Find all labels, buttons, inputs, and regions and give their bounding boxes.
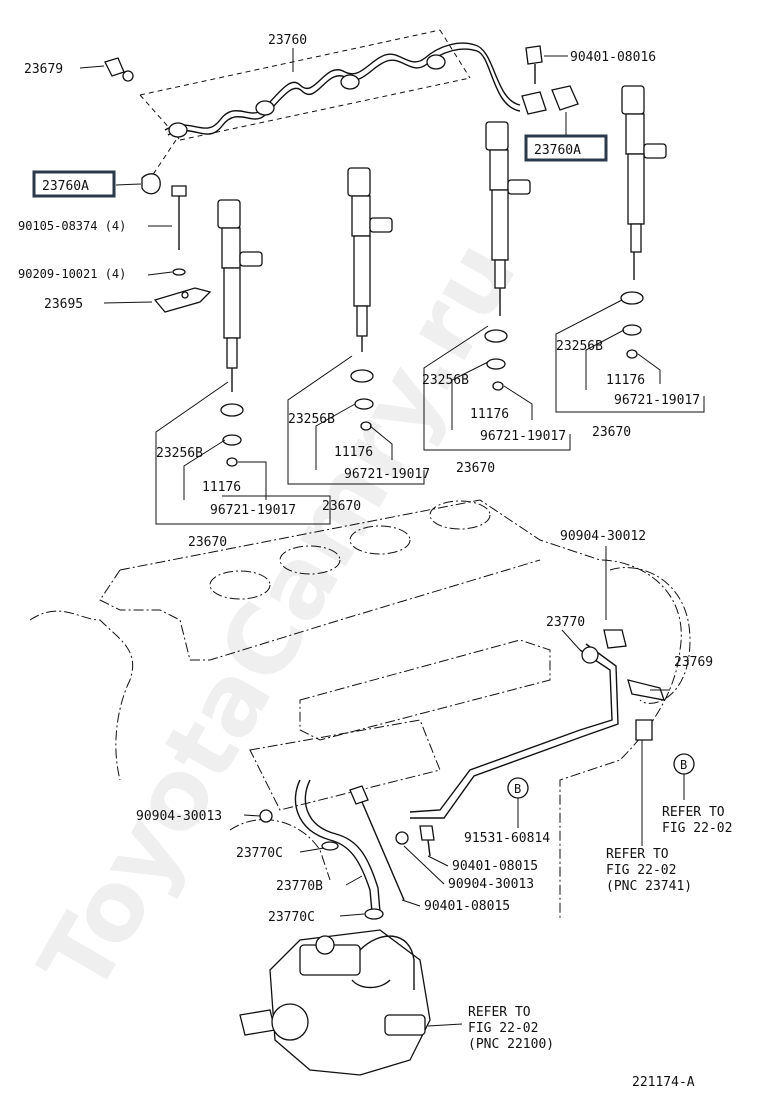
part-23679 [79,57,134,82]
supply-pump [239,929,431,1076]
part-left-clamp-group [115,139,212,313]
injector-4 [620,85,667,359]
bracket-lines [103,225,705,525]
callout-23760: 23760 [268,33,307,48]
inj1-callout-23256b: 23256B [156,446,203,461]
callout-box-23760a-right: 23760A [524,134,608,162]
inj4-callout-23670: 23670 [592,425,631,440]
callout-91531-60814: 91531-60814 [464,831,550,846]
callout-23770c-top: 23770C [236,846,283,861]
inj4-callout-23256b: 23256B [556,339,603,354]
callout-23769: 23769 [674,655,713,670]
refer-3-line-1: REFER TO [468,1005,531,1020]
callout-90401-08015-a: 90401-08015 [452,859,538,874]
ref-b-letter-1: B [514,782,521,796]
callout-23770b: 23770B [276,879,323,894]
inj2-callout-23256b: 23256B [288,412,335,427]
leader-lines-lower [243,546,685,1027]
inj4-callout-96721: 96721-19017 [614,393,700,408]
callout-23760a-left: 23760A [42,179,89,194]
callout-90209-10021: 90209-10021 (4) [18,267,126,281]
fuel-pipe-23770 [409,629,670,819]
inj4-callout-11176: 11176 [606,373,645,388]
refer-2-line-3: (PNC 23741) [606,879,692,894]
callout-23760a-right: 23760A [534,143,581,158]
callout-90904-30013-b: 90904-30013 [448,877,534,892]
refer-2-line-1: REFER TO [606,847,669,862]
inj1-callout-23670: 23670 [188,535,227,550]
inj1-callout-11176: 11176 [202,480,241,495]
refer-2-line-2: FIG 22-02 [606,863,676,878]
callout-23770c-bottom: 23770C [268,910,315,925]
callout-90401-08016: 90401-08016 [570,50,656,65]
inj3-callout-23670: 23670 [456,461,495,476]
injector-1 [217,199,263,467]
fuel-rail-assembly [139,29,547,141]
figure-id: 221174-A [632,1075,695,1090]
hose-group [259,779,435,920]
callout-box-23760a-left: 23760A [32,170,116,198]
inj3-callout-96721: 96721-19017 [480,429,566,444]
inj3-callout-23256b: 23256B [422,373,469,388]
inj2-callout-23670: 23670 [322,499,361,514]
callout-90401-08015-b: 90401-08015 [424,899,510,914]
ref-b-circles [507,753,695,799]
refer-3-line-3: (PNC 22100) [468,1037,554,1052]
callout-90904-30012: 90904-30012 [560,529,646,544]
inj2-callout-11176: 11176 [334,445,373,460]
callout-90904-30013-left: 90904-30013 [136,809,222,824]
refer-3-line-2: FIG 22-02 [468,1021,538,1036]
part-bolt-clamp-right [525,45,579,136]
ref-b-letter-2: B [680,758,687,772]
callout-23679: 23679 [24,62,63,77]
inj1-callout-96721: 96721-19017 [210,503,296,518]
inj3-callout-11176: 11176 [470,407,509,422]
inj2-callout-96721: 96721-19017 [344,467,430,482]
refer-1-line-1: REFER TO [662,805,725,820]
injector-2 [347,167,393,431]
callout-23695: 23695 [44,297,83,312]
callout-90105-08374: 90105-08374 (4) [18,219,126,233]
injector-3 [484,121,531,391]
callout-23770: 23770 [546,615,585,630]
refer-1-line-2: FIG 22-02 [662,821,732,836]
engine-outline [29,499,691,920]
